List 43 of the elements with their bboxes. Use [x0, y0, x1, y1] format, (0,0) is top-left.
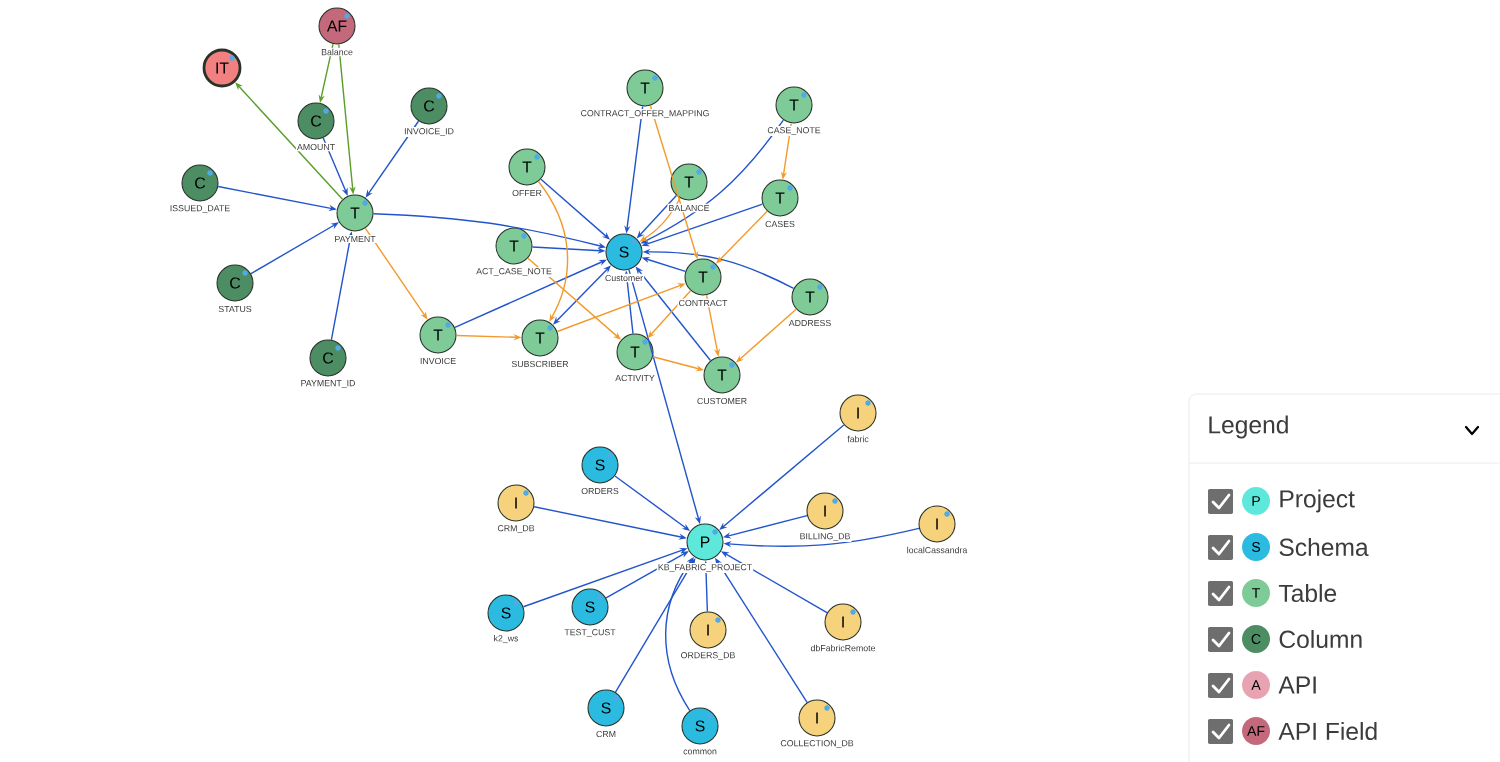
node-label: BILLING_DB — [798, 532, 852, 542]
node-label: STATUS — [217, 304, 253, 314]
node-label: fabric — [846, 434, 870, 444]
node-label: OFFER — [511, 188, 543, 198]
node-label: CONTRACT — [677, 298, 729, 308]
node-label: ACT_CASE_NOTE — [475, 267, 553, 277]
legend-text: Column — [1279, 629, 1362, 649]
node-label: TEST_CUST — [563, 628, 617, 638]
node-label: ORDERS_DB — [679, 651, 737, 661]
node-label: k2_ws — [492, 633, 520, 645]
node-label: INVOICE — [418, 356, 458, 366]
node-label: Customer — [603, 273, 645, 283]
legend-text: Project — [1280, 489, 1355, 513]
node-label: CASES — [764, 219, 796, 229]
node-label: CRM_DB — [496, 524, 536, 534]
node-label: BALANCE — [667, 203, 711, 213]
node-label: CASE_NOTE — [766, 126, 822, 136]
node-label: KB_FABRIC_PROJECT — [656, 563, 754, 573]
legend-title: Legend — [1209, 415, 1288, 439]
node-label: dbFabricRemote — [809, 643, 877, 653]
node-label: COLLECTION_DB — [779, 739, 855, 749]
node-label: ACTIVITY — [614, 373, 656, 383]
node-label: AMOUNT — [295, 142, 337, 152]
node-label: CONTRACT_OFFER_MAPPING — [579, 109, 711, 119]
legend-text: API — [1278, 676, 1316, 694]
arrow — [250, 222, 339, 275]
node-label: Balance — [320, 47, 354, 57]
legend-text: Schema — [1279, 537, 1369, 557]
node-label: PAYMENT — [333, 234, 377, 244]
node-label: localCassandra — [905, 545, 969, 555]
legend-text: Table — [1278, 583, 1337, 603]
node-label: ISSUED_DATE — [168, 204, 232, 214]
node-label: SUBSCRIBER — [510, 359, 570, 369]
node-label: CUSTOMER — [695, 396, 749, 406]
node-label: ORDERS — [580, 486, 620, 496]
node-label: INVOICE_ID — [403, 127, 455, 137]
node-label: common — [682, 748, 718, 756]
node-label: PAYMENT_ID — [299, 379, 357, 389]
node-label: CRM — [594, 729, 618, 739]
arrow — [721, 551, 828, 614]
legend-text: API Field — [1278, 721, 1377, 741]
node-label: T — [640, 82, 650, 94]
node-label: ADDRESS — [787, 318, 833, 328]
